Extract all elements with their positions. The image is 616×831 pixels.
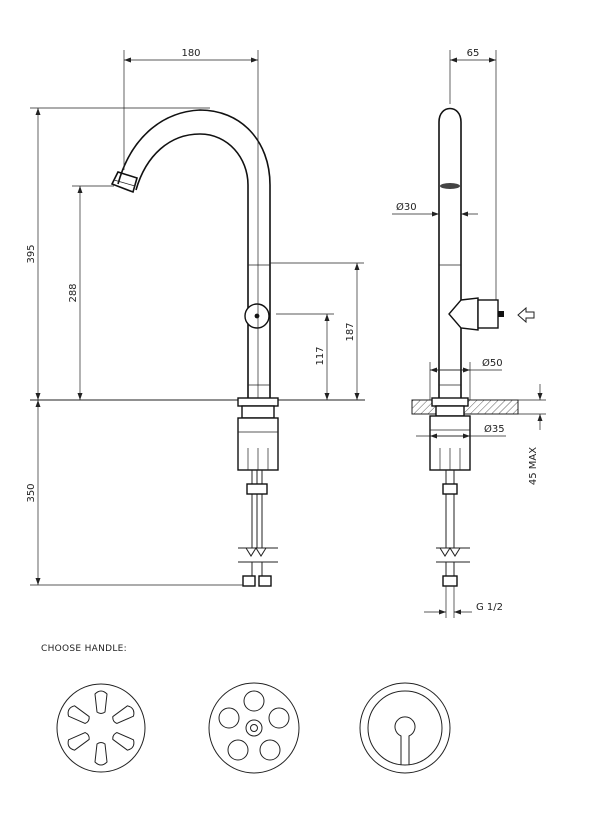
dim-65-text: 65	[467, 48, 480, 59]
dim-395-text: 395	[26, 244, 37, 263]
dim-35-text: Ø35	[484, 423, 505, 435]
dim-50-text: Ø50	[482, 357, 503, 369]
dim-350-text: 350	[26, 483, 37, 502]
spout-tip	[110, 171, 138, 194]
side-flange	[431, 397, 469, 407]
handle-keyhole-icon	[359, 682, 451, 774]
dim-187-text: 187	[345, 322, 356, 341]
side-lever-knob	[477, 299, 499, 329]
handle-holes-icon	[208, 682, 300, 774]
front-knob-center	[254, 313, 260, 319]
direction-arrow	[517, 306, 535, 324]
dim-g12-text: G 1/2	[476, 602, 503, 613]
dim-45-text: 45 MAX	[528, 447, 539, 485]
side-view: 65 Ø30 Ø50 Ø35 45 MAX G 1/2	[392, 48, 546, 618]
spout-inner	[135, 133, 249, 398]
side-aerator	[440, 183, 460, 189]
handle-petal-icon	[56, 683, 146, 773]
choose-handle-title: CHOOSE HANDLE:	[41, 644, 127, 654]
side-lever	[448, 297, 479, 331]
front-flange-lower	[241, 405, 275, 419]
front-flange	[237, 397, 279, 407]
spout-outer	[117, 109, 271, 398]
side-body	[438, 107, 462, 398]
dim-180-text: 180	[181, 48, 200, 59]
front-view: 180 395 288 187 117 350	[26, 48, 365, 587]
dim-288-text: 288	[68, 283, 79, 302]
dim-117-text: 117	[315, 346, 326, 365]
dim-30-text: Ø30	[396, 201, 417, 213]
